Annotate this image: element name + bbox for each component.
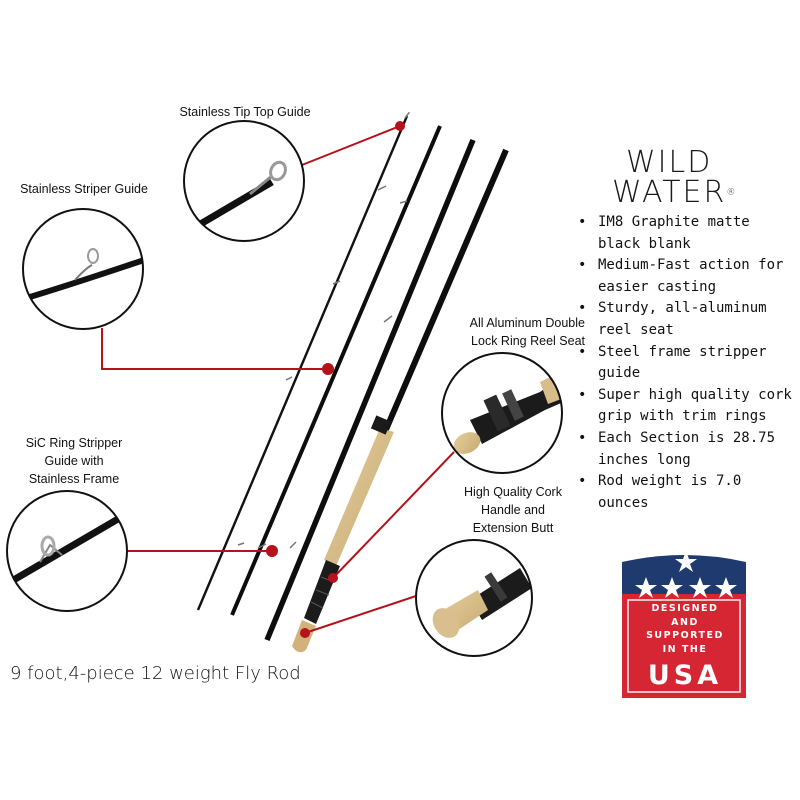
sic-text-2: Guide with <box>44 454 104 468</box>
usa-badge-country: USA <box>647 660 723 691</box>
rod-tip-section <box>196 115 409 611</box>
tip-top-guide-text: Stainless Tip Top Guide <box>179 105 311 119</box>
feature-item: IM8 Graphite matte black blank <box>574 212 794 255</box>
sic-text-1: SiC Ring Stripper <box>25 436 123 450</box>
rod-sections <box>196 111 509 653</box>
feature-item: Each Section is 28.75 inches long <box>574 428 794 471</box>
brand-line-2-text: WATER <box>612 175 727 210</box>
product-caption: 9 foot,4-piece 12 weight Fly Rod <box>10 663 301 684</box>
usa-badge-label: DESIGNED AND SUPPORTED IN THE <box>630 602 740 656</box>
cork-handle-detail <box>415 539 533 657</box>
feature-item: Sturdy, all-aluminum reel seat <box>574 298 794 341</box>
badge-line-1: DESIGNED <box>651 603 719 614</box>
cork-text-2: Handle and <box>481 503 545 517</box>
reel-seat-detail <box>441 352 563 474</box>
feature-item: Rod weight is 7.0 ounces <box>574 471 794 514</box>
striper-guide-text: Stainless Striper Guide <box>20 182 148 196</box>
feature-list: IM8 Graphite matte black blank Medium-Fa… <box>574 212 794 514</box>
striper-guide-label: Stainless Striper Guide <box>4 180 164 198</box>
sic-text-3: Stainless Frame <box>28 472 120 486</box>
callout-lines <box>101 121 455 638</box>
feature-item: Medium-Fast action for easier casting <box>574 255 794 298</box>
cork-grip <box>324 428 394 566</box>
cork-text-1: High Quality Cork <box>464 485 562 499</box>
brand-line-2: WATER® <box>612 178 772 208</box>
sic-stripper-guide-detail <box>6 490 128 612</box>
feature-item: Steel frame stripper guide <box>574 342 794 385</box>
rod-section-3 <box>264 138 476 642</box>
reel-seat-text-2: Lock Ring Reel Seat <box>471 334 585 348</box>
rod-section-2 <box>230 125 442 616</box>
reel-seat-label: All Aluminum Double Lock Ring Reel Seat <box>440 314 585 350</box>
cork-text-3: Extension Butt <box>472 521 554 535</box>
cork-handle-label: High Quality Cork Handle and Extension B… <box>448 483 578 537</box>
striper-guide-detail <box>22 208 144 330</box>
badge-line-2: AND <box>671 616 699 628</box>
badge-line-3: SUPPORTED <box>646 630 724 641</box>
sic-stripper-guide-label: SiC Ring Stripper Guide with Stainless F… <box>4 434 144 488</box>
badge-line-4: IN THE <box>662 643 708 655</box>
tip-top-guide-label: Stainless Tip Top Guide <box>160 103 330 121</box>
usa-badge <box>622 551 746 698</box>
tip-top-guide-detail <box>183 120 305 242</box>
brand-logo: WILD WATER® <box>612 148 772 208</box>
feature-item: Super high quality cork grip with trim r… <box>574 385 794 428</box>
brand-line-1: WILD <box>626 145 713 180</box>
registered-mark: ® <box>726 188 736 198</box>
reel-seat-text-1: All Aluminum Double <box>469 316 585 330</box>
